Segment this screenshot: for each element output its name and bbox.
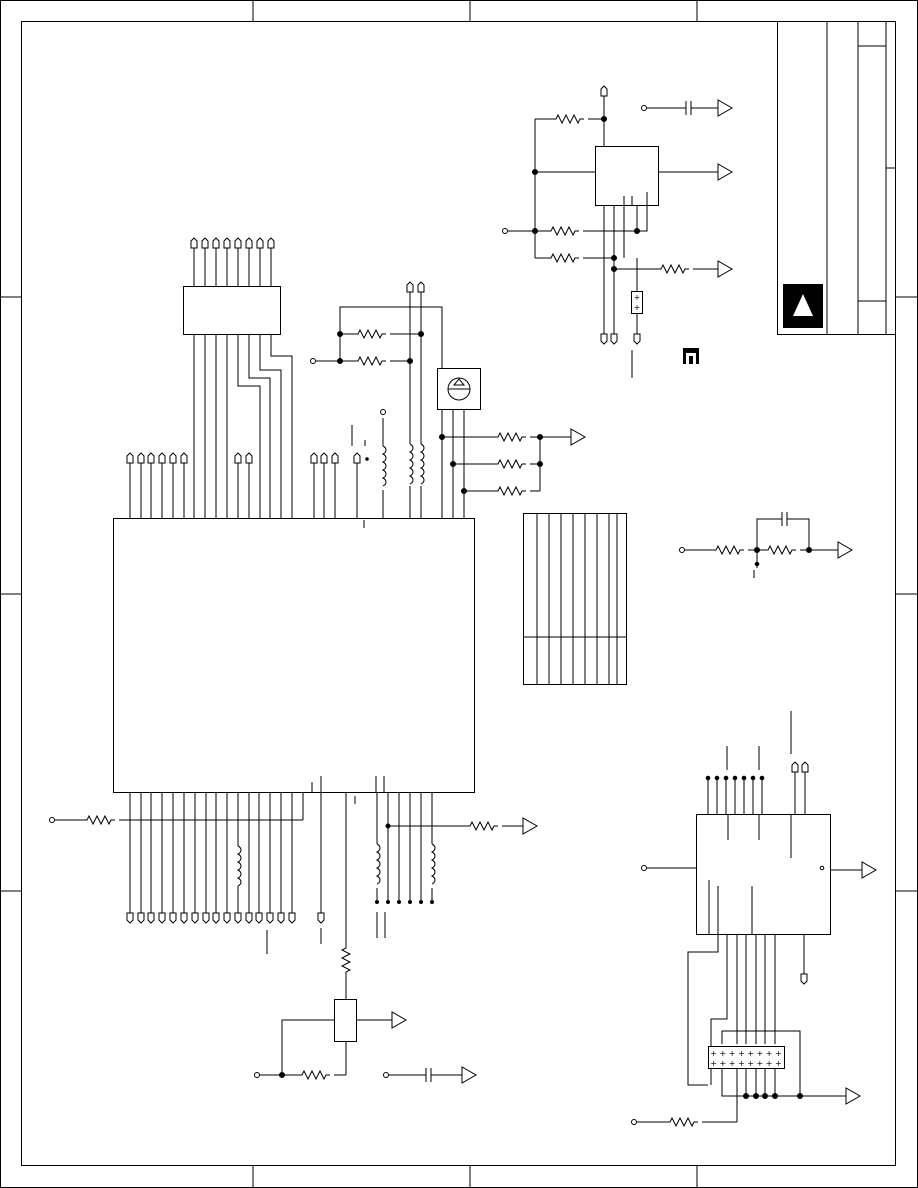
main-ic-top-coils xyxy=(376,443,428,490)
title-block xyxy=(777,21,896,335)
sensor-block xyxy=(437,368,481,410)
svg-text:+ + + + + + + +: + + + + + + + + xyxy=(710,1049,781,1058)
bottom-right-ic: + + + + + + + + + + + + + + + + xyxy=(631,711,877,1130)
top-right-amplifier: + + xyxy=(502,85,733,378)
svg-text:+: + xyxy=(634,293,641,302)
top-connector-block xyxy=(183,237,281,335)
sensor-resistors xyxy=(439,428,586,499)
pin-table xyxy=(523,513,627,685)
svg-text:+ + + + + + + +: + + + + + + + + xyxy=(710,1059,781,1068)
warning-triangle-icon xyxy=(783,284,823,328)
square-marker-icon xyxy=(683,348,699,364)
main-ic-top-pins xyxy=(126,281,425,464)
main-ic-bottom-wires xyxy=(55,776,523,954)
main-ic-top-wires xyxy=(129,292,465,528)
main-ic-bottom-parts xyxy=(49,812,538,924)
regulator-bottom xyxy=(254,943,477,1084)
svg-text:+: + xyxy=(634,303,641,312)
mid-right-filter xyxy=(679,512,853,578)
main-ic xyxy=(113,518,475,793)
resistor-pair-top xyxy=(310,306,443,369)
